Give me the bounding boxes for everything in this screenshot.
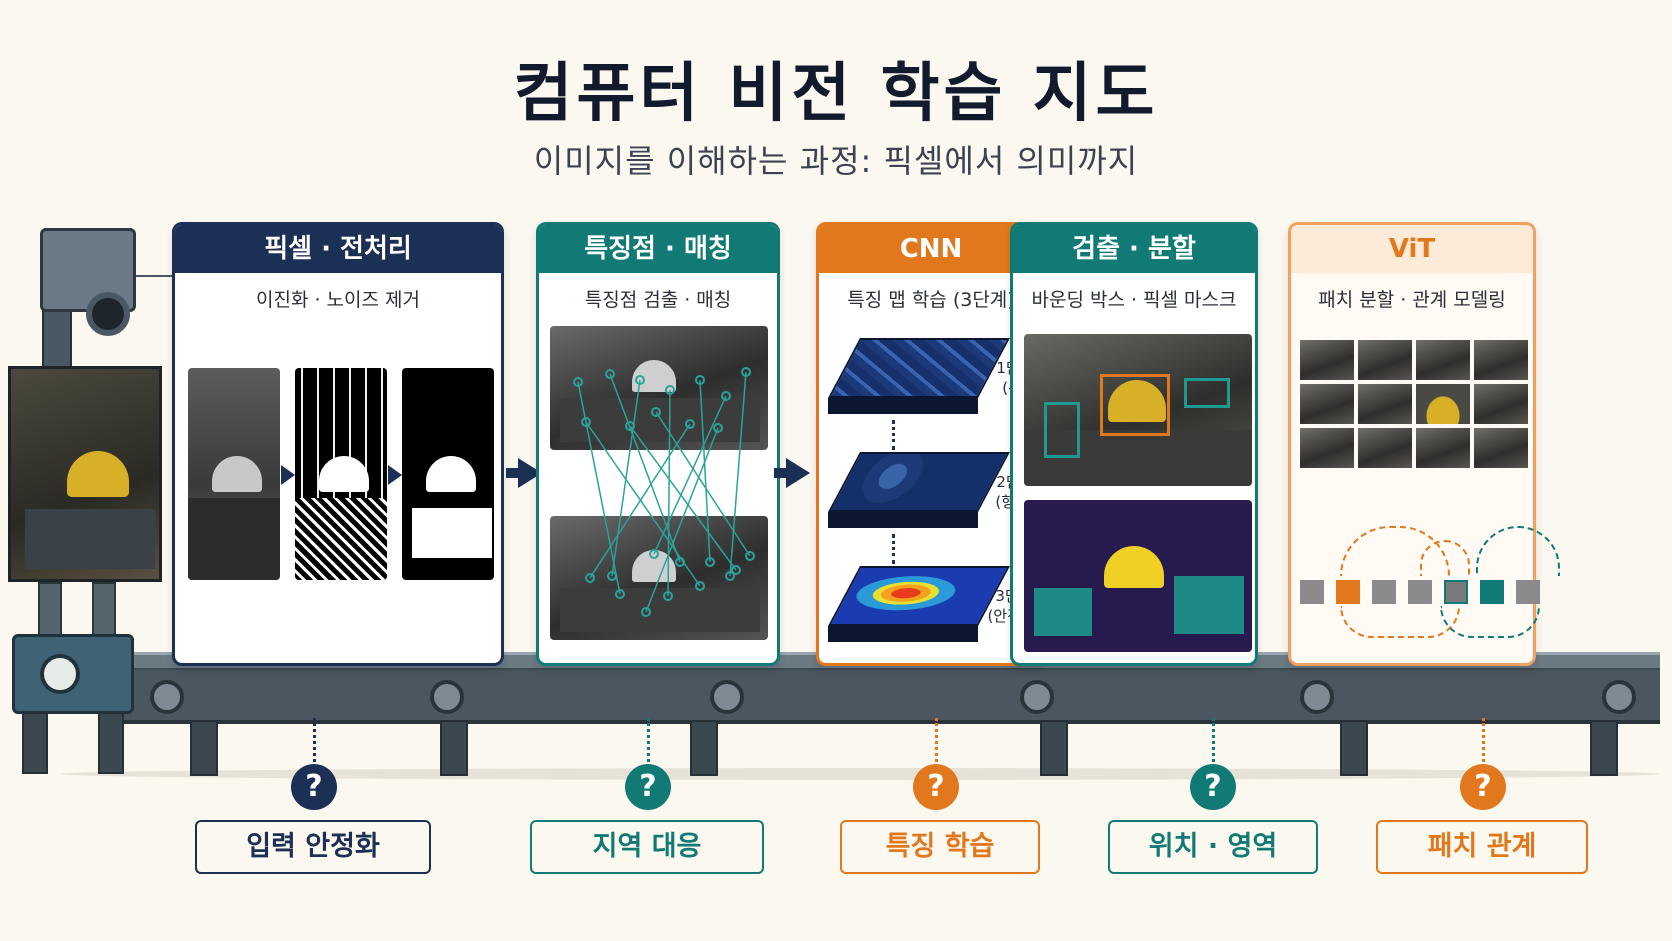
mask-region [1174, 576, 1244, 634]
dotted-connector [935, 718, 938, 762]
helmet-icon [212, 456, 262, 492]
camera-connector [136, 275, 176, 277]
feature-match-lines [573, 367, 755, 617]
conveyor-roller [430, 680, 464, 714]
detection-image [1024, 334, 1252, 486]
camera-base [12, 634, 134, 714]
helmet-icon [1108, 380, 1166, 422]
question-icon: ? [291, 764, 337, 810]
image-patch [1416, 428, 1470, 468]
dotted-connector [313, 718, 316, 762]
dotted-connector [892, 534, 895, 564]
bounding-box [1044, 402, 1080, 458]
image-patch [1474, 428, 1528, 468]
stage-goal-label: 위치 · 영역 [1108, 820, 1318, 874]
bounding-box [1100, 374, 1170, 436]
camera-post [92, 582, 116, 638]
feature-image-top [550, 326, 768, 450]
layer-edge [828, 398, 978, 414]
image-patch [1300, 340, 1354, 380]
conveyor-roller [150, 680, 184, 714]
camera-post [38, 582, 62, 638]
conveyor-leg [1590, 720, 1618, 776]
input-image [8, 366, 162, 582]
image-patch [1358, 428, 1412, 468]
conveyor-roller [1300, 680, 1334, 714]
camera-leg [98, 712, 124, 774]
conveyor-roller [1602, 680, 1636, 714]
patch-token [1336, 580, 1360, 604]
conveyor-roller [1020, 680, 1054, 714]
conveyor-leg [690, 720, 718, 776]
image-patch [1474, 384, 1528, 424]
grayscale-image [188, 368, 280, 580]
stage-goal-label: 특징 학습 [840, 820, 1040, 874]
stage-header: 특징점 · 매칭 [539, 225, 777, 273]
segmentation-mask [1024, 500, 1252, 652]
denoised-image [402, 368, 494, 580]
image-patch [1358, 340, 1412, 380]
helmet-mask-icon [1104, 546, 1164, 588]
patch-token [1444, 580, 1468, 604]
dotted-connector [892, 420, 895, 450]
image-patch [1416, 340, 1470, 380]
patch-token [1300, 580, 1324, 604]
dotted-connector [1212, 718, 1215, 762]
helmet-icon [319, 456, 369, 492]
feature-map-layer-3 [828, 566, 1010, 626]
patch-token [1516, 580, 1540, 604]
arrow-right-icon [774, 458, 810, 488]
helmet-icon [67, 451, 129, 497]
stage-goal-label: 패치 관계 [1376, 820, 1588, 874]
dotted-connector [647, 718, 650, 762]
machine-shape [25, 509, 155, 569]
patch-token [1408, 580, 1432, 604]
patch-token [1480, 580, 1504, 604]
feature-map-layer-2 [828, 452, 1010, 512]
attention-arc [1420, 540, 1470, 576]
patch-token [1372, 580, 1396, 604]
arrow-right-icon [388, 465, 402, 485]
bounding-box [1184, 378, 1230, 408]
image-patch [1300, 428, 1354, 468]
stage-subtitle: 이진화 · 노이즈 제거 [256, 289, 420, 311]
helmet-icon [426, 456, 476, 492]
arrow-right-icon [281, 465, 295, 485]
page-subtitle: 이미지를 이해하는 과정: 픽셀에서 의미까지 [533, 142, 1139, 180]
stage-header: CNN [819, 225, 1043, 273]
stage-goal-label: 입력 안정화 [195, 820, 431, 874]
conveyor-leg [1340, 720, 1368, 776]
stage-header: ViT [1291, 225, 1533, 273]
camera-lens-icon [86, 292, 130, 336]
layer-edge [828, 512, 978, 528]
question-icon: ? [913, 764, 959, 810]
conveyor-roller [710, 680, 744, 714]
conveyor-leg [440, 720, 468, 776]
conveyor-leg [190, 720, 218, 776]
conveyor-belt [118, 670, 1660, 724]
stage-header: 픽셀 · 전처리 [175, 225, 501, 273]
stage-subtitle: 패치 분할 · 관계 모델링 [1318, 289, 1506, 311]
stage-header: 검출 · 분할 [1013, 225, 1255, 273]
stage-subtitle: 바운딩 박스 · 픽셀 마스크 [1031, 289, 1237, 311]
stage-subtitle: 특징 맵 학습 (3단계) [847, 289, 1015, 311]
gauge-icon [40, 654, 80, 694]
conveyor-leg [1040, 720, 1068, 776]
image-patch [1416, 384, 1470, 424]
image-patch [1474, 340, 1528, 380]
image-patch [1358, 384, 1412, 424]
stage-goal-label: 지역 대응 [530, 820, 764, 874]
layer-edge [828, 626, 978, 642]
stage-subtitle: 특징점 검출 · 매칭 [584, 289, 732, 311]
question-icon: ? [1190, 764, 1236, 810]
image-patch [1300, 384, 1354, 424]
mask-region [1034, 588, 1092, 636]
feature-map-layer-1 [828, 338, 1010, 398]
binary-image [295, 368, 387, 580]
page-title: 컴퓨터 비전 학습 지도 [513, 57, 1159, 131]
question-icon: ? [625, 764, 671, 810]
dotted-connector [1482, 718, 1485, 762]
camera-leg [22, 712, 48, 774]
question-icon: ? [1460, 764, 1506, 810]
